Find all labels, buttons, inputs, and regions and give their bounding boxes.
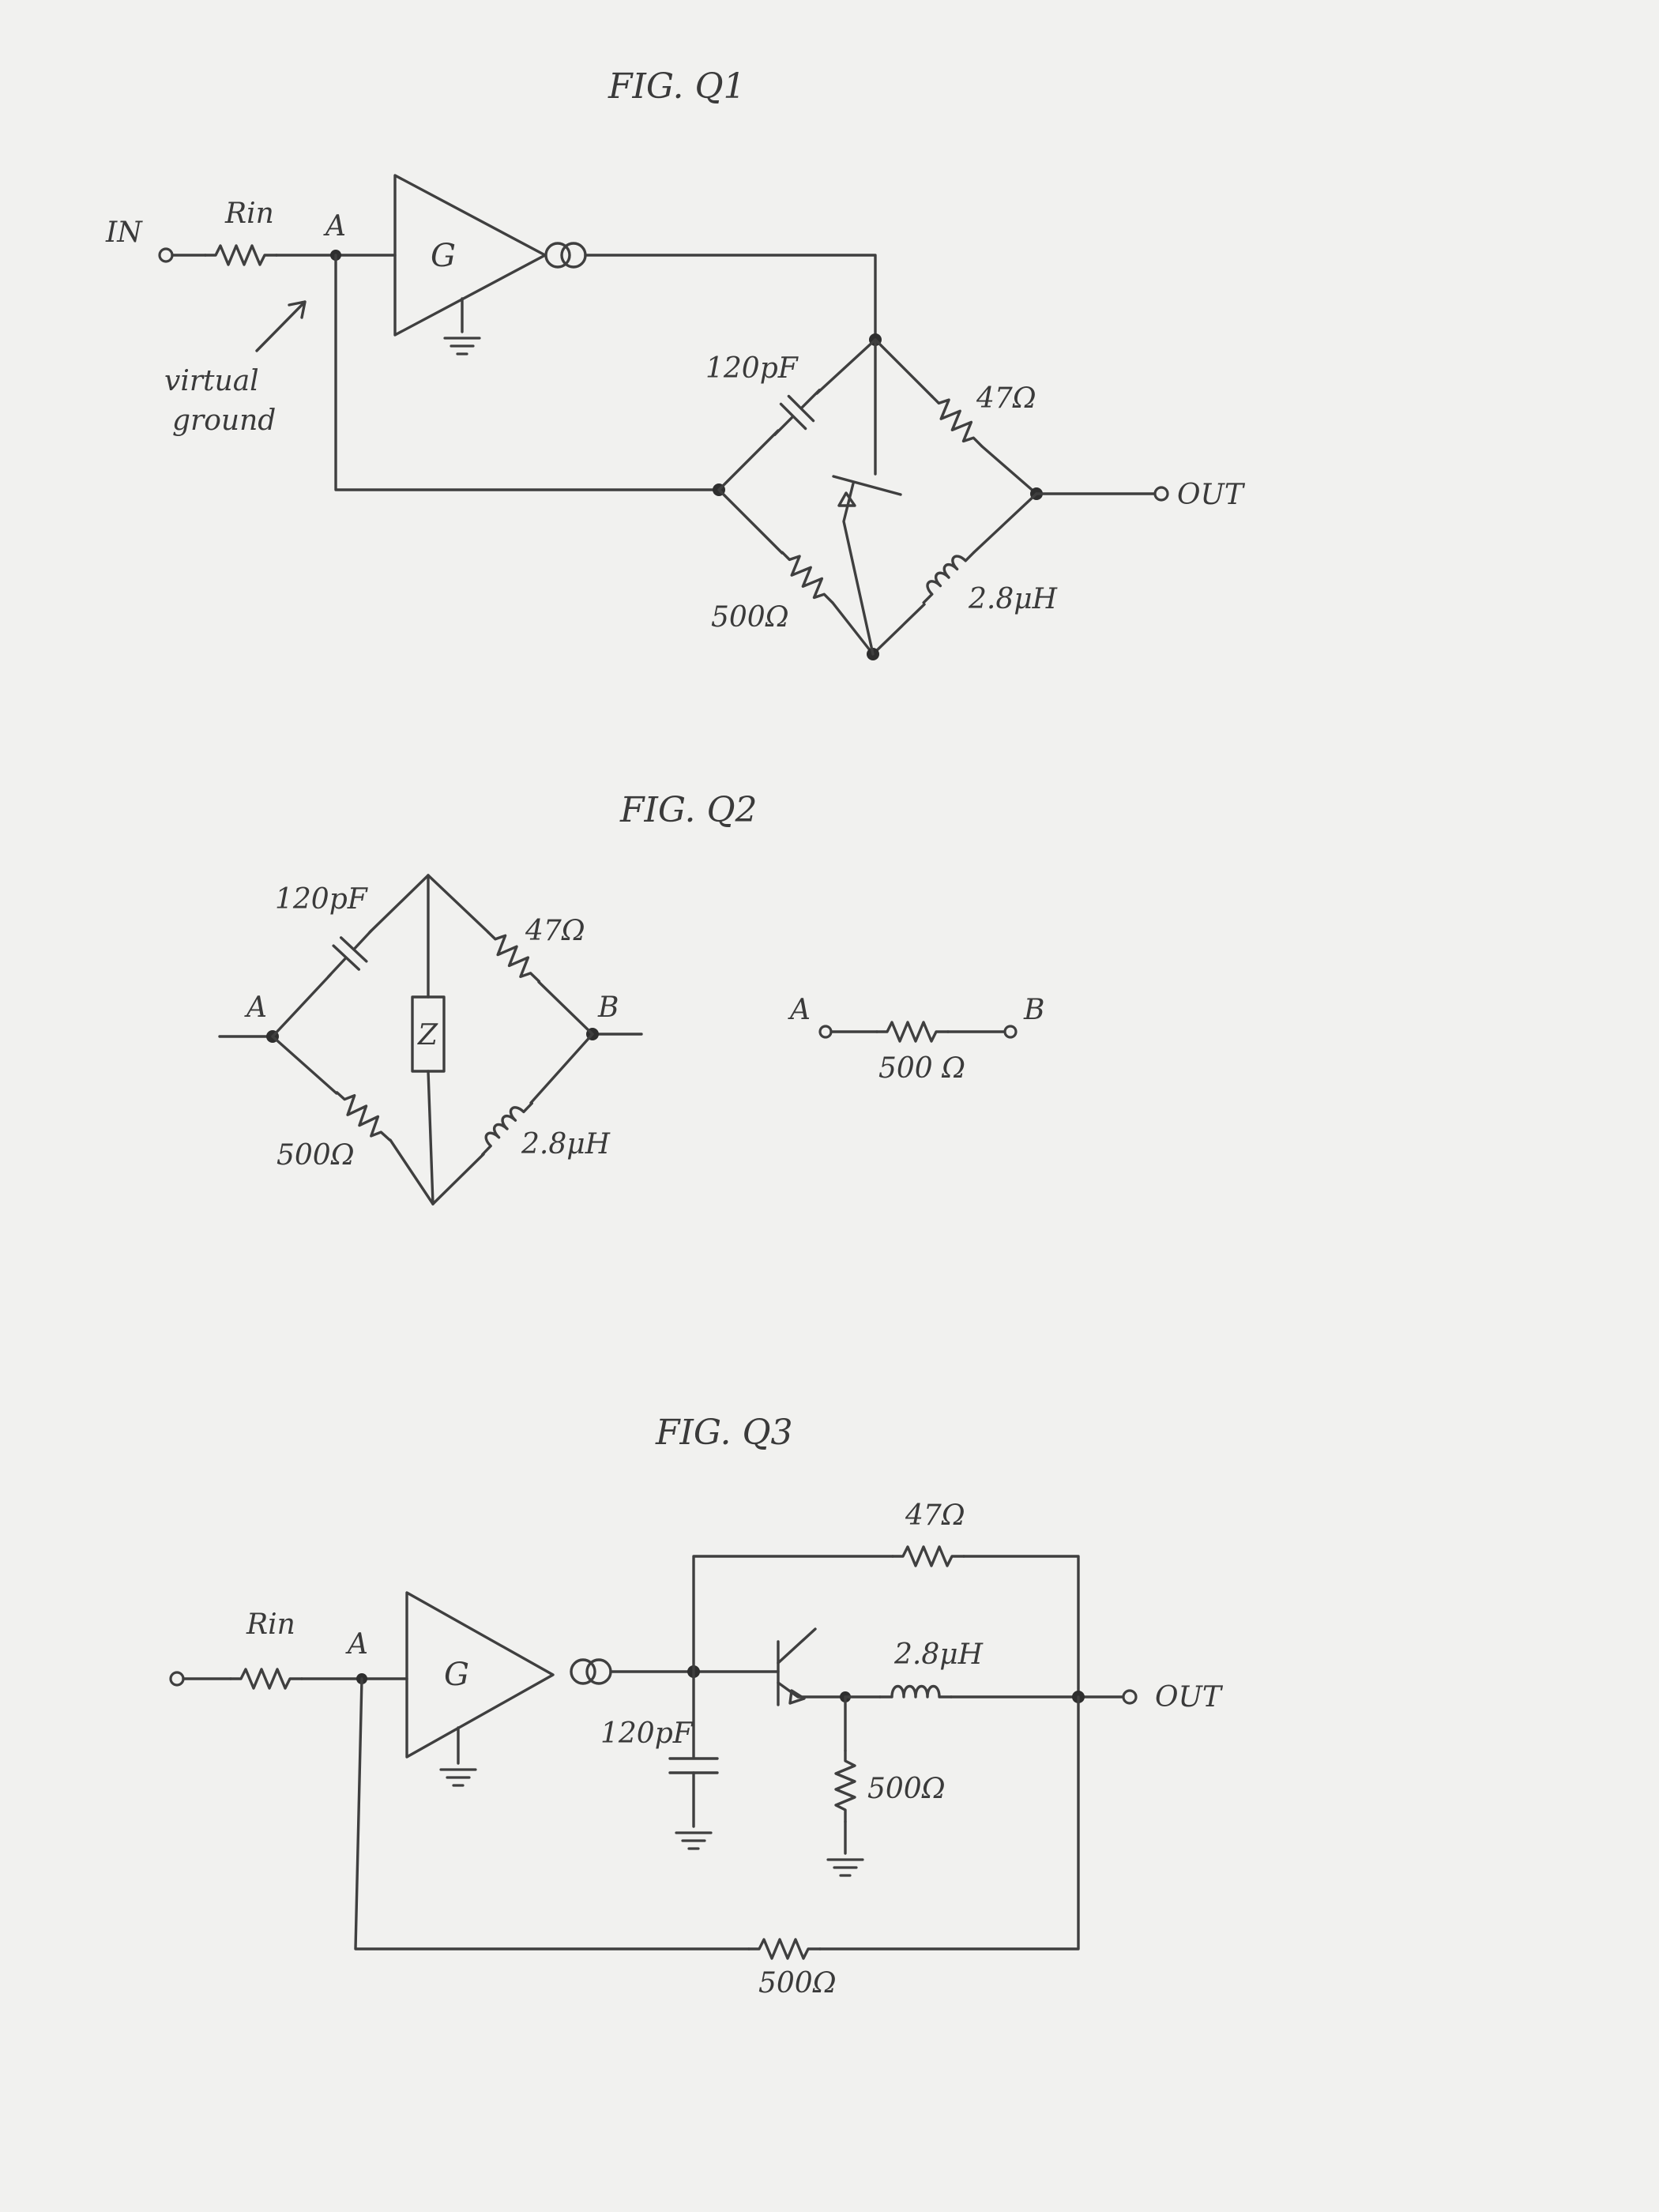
q2-node-b-label: B (597, 991, 619, 1024)
q3-node-a-label: A (345, 1628, 368, 1661)
q1-inductor (914, 543, 976, 604)
wire-r500-1 (717, 488, 784, 555)
q1-resistor-500-label: 500Ω (711, 601, 789, 634)
q3-resistor-500-feedback-label: 500Ω (758, 1967, 837, 1999)
q1-inductor-label: 2.8μH (968, 583, 1058, 615)
q3-input-terminal (169, 1671, 185, 1687)
q2-wire-r500-1 (271, 1035, 338, 1095)
q3-amp-output-ring-1 (570, 1658, 596, 1685)
q2-wire-ind-1 (431, 1153, 485, 1206)
q3-wire-47-left (692, 1555, 894, 1673)
rin-label: Rin (224, 198, 274, 230)
virtual-ground-arrow (255, 300, 307, 352)
wire-r47-1 (874, 338, 934, 398)
q3-feedback-wire-right (818, 1695, 1080, 1951)
amp-ground-icon (443, 337, 481, 356)
q3-op-amp-triangle (405, 1591, 555, 1759)
op-amp-triangle (393, 174, 547, 337)
q2-wire-r47-2 (537, 980, 594, 1036)
q2-equiv-resistor-label: 500 Ω (878, 1052, 965, 1085)
q2-equiv-b-label: B (1023, 994, 1044, 1026)
q1-transistor-emitter (842, 482, 875, 656)
q3-resistor-500-emitter (834, 1749, 856, 1823)
wire-r47-2 (980, 445, 1038, 495)
output-label: OUT (1177, 479, 1246, 511)
wire-cap-1 (717, 429, 780, 491)
q3-amp-gain-label: G (444, 1657, 469, 1693)
wire-ind-1 (871, 603, 926, 656)
q3-inductor (878, 1684, 953, 1698)
q3-capacitor-label: 120pF (600, 1717, 694, 1750)
rin-resistor (204, 244, 278, 266)
q3-amp-output-ring-2 (585, 1658, 612, 1685)
q2-equiv-a-terminal (818, 1025, 833, 1039)
q2-capacitor-label: 120pF (275, 883, 369, 916)
amp-output-ring-1 (544, 242, 571, 269)
q2-equiv-a-label: A (788, 994, 811, 1026)
q3-resistor-500-feedback (747, 1938, 822, 1960)
q3-output-terminal (1122, 1689, 1138, 1705)
q1-resistor-500 (773, 544, 841, 611)
virtual-ground-label-2: ground (172, 404, 276, 437)
wire-cap-2 (815, 338, 877, 395)
q2-wire-ind-2 (529, 1033, 594, 1104)
q3-rin-label: Rin (246, 1608, 295, 1641)
q2-center-wire-bottom (427, 1070, 434, 1206)
q2-wire-cap-2 (368, 874, 430, 934)
wire-ind-2 (972, 492, 1038, 554)
q2-wire-cap-1 (271, 973, 332, 1038)
q3-wire-47-right (962, 1555, 1080, 1698)
amp-output-ring-2 (560, 242, 587, 269)
figure-q2: FIG. Q2 A B 120pF 47Ω 500Ω (218, 790, 1044, 1206)
q1-resistor-47-label: 47Ω (976, 382, 1036, 415)
input-terminal (158, 247, 174, 263)
q2-inductor-label: 2.8μH (521, 1128, 611, 1161)
q3-transistor-emitter (777, 1681, 847, 1698)
q3-resistor-47 (891, 1545, 965, 1567)
q1-capacitor-label: 120pF (705, 352, 799, 385)
fig-q2-title: FIG. Q2 (619, 790, 758, 830)
node-a-label: A (323, 210, 346, 243)
q3-capacitor (668, 1757, 719, 1774)
q3-rin-resistor (229, 1668, 303, 1690)
wire-amp-to-bridge-top (584, 254, 877, 341)
q3-transistor-collector (777, 1627, 817, 1665)
q3-amp-ground-icon (439, 1768, 477, 1787)
q3-cap-ground-icon (675, 1831, 713, 1850)
q1-transistor-base-bar (832, 475, 902, 496)
q2-resistor-500 (329, 1084, 398, 1149)
q2-node-a-label: A (244, 991, 267, 1024)
output-terminal (1153, 486, 1169, 502)
virtual-ground-label-1: virtual (164, 365, 259, 397)
figure-q1: FIG. Q1 IN Rin A G virtual ground 120pF (105, 66, 1246, 660)
q2-resistor-500-label: 500Ω (276, 1139, 355, 1172)
q3-output-label: OUT (1155, 1681, 1224, 1714)
q2-resistor-47-label: 47Ω (525, 915, 585, 947)
fig-q1-title: FIG. Q1 (608, 66, 746, 107)
q2-equiv-b-terminal (1003, 1025, 1018, 1039)
feedback-wire (334, 254, 720, 491)
q3-inductor-label: 2.8μH (893, 1638, 984, 1671)
q3-resistor-47-label: 47Ω (905, 1499, 965, 1532)
q1-transistor-arrow-icon (837, 491, 856, 507)
q3-transistor-arrow-icon (788, 1689, 806, 1705)
fig-q3-title: FIG. Q3 (655, 1413, 793, 1453)
q2-wire-r47-1 (427, 874, 490, 934)
q3-resistor-500-emitter-label: 500Ω (867, 1773, 946, 1805)
q2-impedance-label: Z (417, 1019, 438, 1051)
q3-emitter-ground-icon (826, 1858, 864, 1877)
amp-gain-label: G (431, 238, 456, 274)
q3-feedback-wire-left (354, 1677, 750, 1951)
figure-q3: FIG. Q3 Rin A G 47Ω 120pF (169, 1413, 1224, 1999)
q2-equiv-resistor (875, 1021, 950, 1043)
input-label: IN (105, 216, 143, 249)
wire-r500-2 (831, 601, 875, 656)
q2-wire-r500-2 (389, 1138, 434, 1206)
